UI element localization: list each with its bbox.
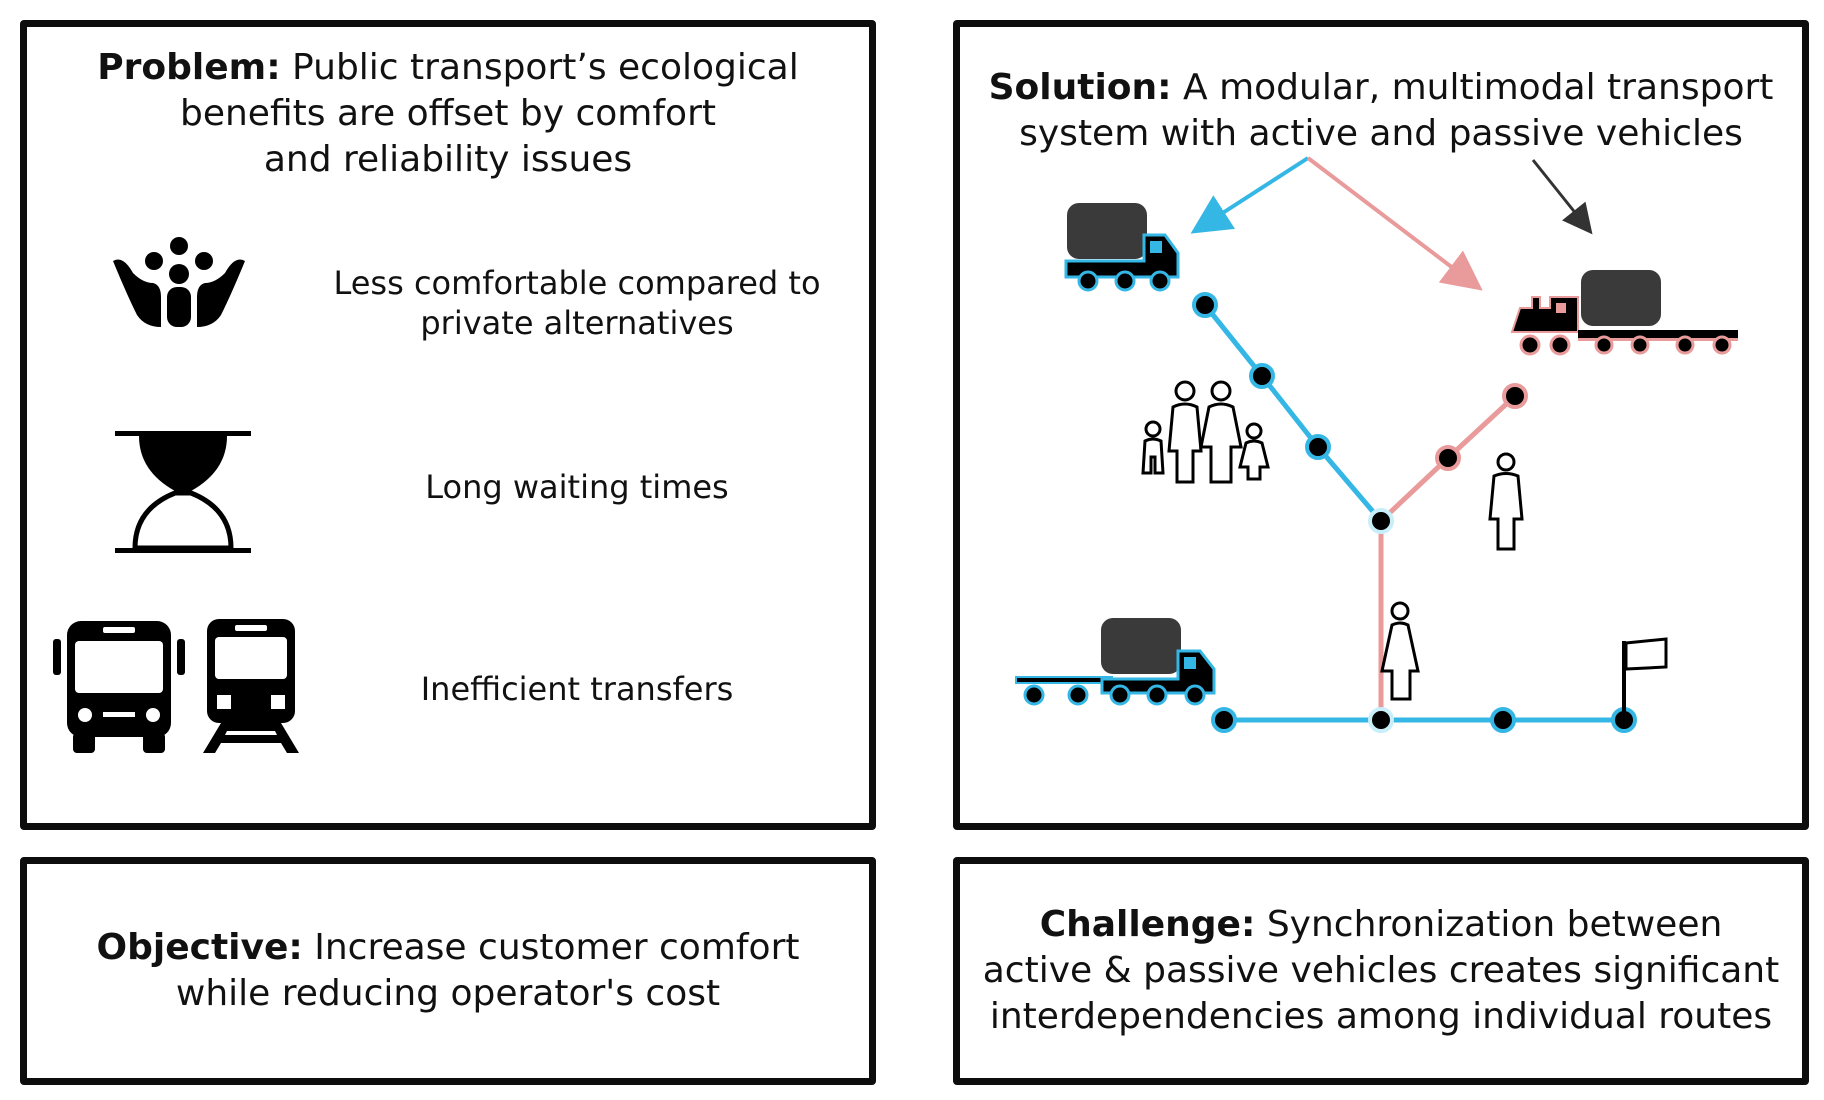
solution-heading: Solution: A modular, multimodal transpor… [960, 65, 1802, 157]
solution-line-2: system with active and passive vehicles [1019, 113, 1743, 154]
woman-passenger-icon [1380, 601, 1420, 701]
network-diagram [1015, 156, 1738, 733]
challenge-line-2: active & passive vehicles creates signif… [982, 950, 1780, 991]
train-arrow [1306, 156, 1483, 291]
stops [1192, 292, 1637, 733]
objective-line-2: while reducing operator's cost [175, 973, 721, 1014]
active-vehicle-icon [1064, 203, 1180, 292]
comfort-line-2: private alternatives [420, 304, 734, 342]
stop [1502, 383, 1528, 409]
stop [1211, 707, 1237, 733]
route-lines [1203, 303, 1624, 723]
transfers-item-text: Inefficient transfers [297, 669, 857, 709]
challenge-line-1: Synchronization between [1266, 904, 1723, 945]
train-with-trailers-icon [1510, 270, 1738, 356]
challenge-text: Challenge: Synchronization between activ… [960, 902, 1802, 1040]
transfer-stop [1368, 707, 1394, 733]
problem-line-1: Public transport’s ecological [292, 47, 799, 88]
active-vehicle-arrow [1190, 156, 1310, 234]
family-passengers-icon [1141, 380, 1270, 484]
objective-line-1: Increase customer comfort [314, 927, 800, 968]
solution-label: Solution: [988, 67, 1172, 108]
comfort-line-1: Less comfortable compared to [333, 264, 821, 302]
problem-label: Problem: [97, 47, 281, 88]
transfer-stop [1368, 508, 1394, 534]
man-passenger-icon [1488, 452, 1524, 551]
comfort-hands-icon [109, 235, 249, 331]
challenge-panel: Challenge: Synchronization between activ… [953, 857, 1809, 1085]
problem-heading: Problem: Public transport’s ecological b… [27, 45, 869, 183]
stop [1305, 434, 1331, 460]
hourglass-icon [113, 429, 253, 555]
pointer-arrows [1190, 156, 1593, 291]
problem-line-2: benefits are offset by comfort [179, 93, 716, 134]
stop [1490, 707, 1516, 733]
problem-panel: Problem: Public transport’s ecological b… [20, 20, 876, 830]
stop [1435, 445, 1461, 471]
bus-train-icon [53, 617, 313, 755]
waiting-line-1: Long waiting times [425, 468, 729, 506]
stop [1249, 363, 1275, 389]
objective-text: Objective: Increase customer comfort whi… [27, 925, 869, 1017]
stop [1192, 292, 1218, 318]
objective-label: Objective: [96, 927, 303, 968]
waiting-item-text: Long waiting times [297, 467, 857, 507]
solution-line-1: A modular, multimodal transport [1183, 67, 1774, 108]
solution-panel: Solution: A modular, multimodal transpor… [953, 20, 1809, 830]
problem-line-3: and reliability issues [263, 139, 633, 180]
destination-flag-icon [1622, 637, 1668, 720]
challenge-line-3: interdependencies among individual route… [989, 996, 1773, 1037]
passive-pod-arrow [1531, 159, 1593, 235]
comfort-item-text: Less comfortable compared to private alt… [297, 263, 857, 343]
challenge-label: Challenge: [1039, 904, 1256, 945]
blue-route-upper [1203, 303, 1383, 523]
transfers-line-1: Inefficient transfers [420, 670, 734, 708]
truck-with-trailer-icon [1015, 618, 1216, 706]
objective-panel: Objective: Increase customer comfort whi… [20, 857, 876, 1085]
